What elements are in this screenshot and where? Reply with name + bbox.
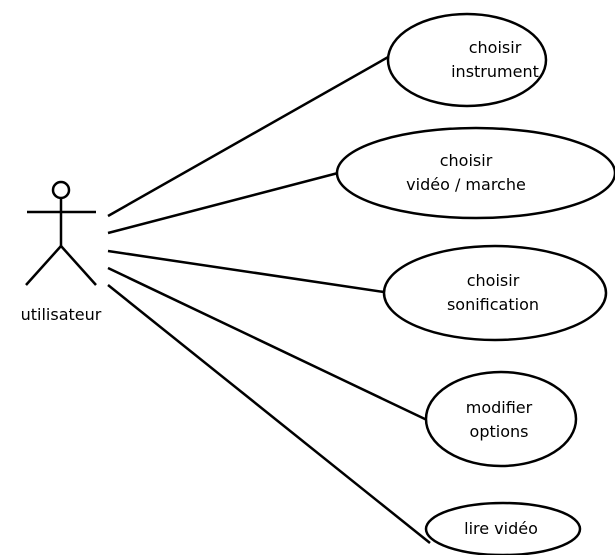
- association-choisir-instrument: [107, 54, 391, 218]
- association-lire-video: [107, 284, 431, 544]
- use-case-ellipse: [382, 244, 608, 342]
- actor-head: [51, 180, 71, 200]
- use-case-label-line: modifier: [466, 398, 533, 417]
- association-choisir-sonification: [107, 249, 385, 294]
- use-case-label-line: vidéo / marche: [406, 175, 526, 194]
- use-case-modifier-options: modifier options: [424, 370, 578, 468]
- actor-right-leg: [60, 245, 97, 286]
- use-case-label-line: choisir: [440, 151, 493, 170]
- use-case-label-line: choisir: [469, 38, 522, 57]
- use-case-ellipse: [424, 370, 578, 468]
- use-case-ellipse: [386, 12, 548, 108]
- use-case-lire-video: lire vidéo: [424, 501, 582, 555]
- use-case-choisir-sonification: choisir sonification: [382, 244, 608, 342]
- use-case-choisir-video-marche: choisir vidéo / marche: [335, 126, 615, 220]
- use-case-label-line: sonification: [447, 295, 539, 314]
- use-case-choisir-instrument: choisir instrument: [386, 12, 548, 108]
- actor-label: utilisateur: [21, 305, 102, 324]
- actor-utilisateur: [25, 180, 97, 286]
- use-case-ellipse: [424, 501, 582, 555]
- use-case-label-line: instrument: [451, 62, 539, 81]
- association-choisir-video-marche: [107, 171, 339, 235]
- use-case-label-line: choisir: [467, 271, 520, 290]
- actor-left-leg: [25, 245, 62, 286]
- use-case-ellipse: [335, 126, 615, 220]
- use-case-label-line: lire vidéo: [464, 519, 538, 538]
- association-modifier-options: [107, 266, 428, 422]
- use-case-label-line: options: [470, 422, 529, 441]
- association-lines: [107, 54, 431, 544]
